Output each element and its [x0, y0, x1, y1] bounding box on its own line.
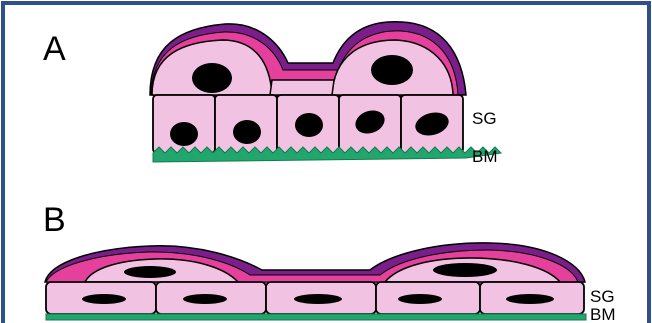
panel-b-nucleus	[183, 294, 227, 304]
panel-b-letter: B	[43, 201, 66, 239]
panel-a-nucleus	[371, 55, 413, 85]
panel-a: A SG BM	[43, 22, 501, 166]
panel-a-label-bm: BM	[472, 147, 498, 166]
panel-a-letter: A	[43, 30, 66, 68]
panel-b-label-sg: SG	[590, 287, 615, 306]
panel-b-label-bm: BM	[590, 305, 616, 323]
panel-b-nucleus	[124, 266, 176, 278]
panel-b: B SG BM	[43, 201, 616, 323]
panel-b-basement-membrane	[46, 314, 586, 320]
panel-a-basement-membrane	[153, 147, 501, 162]
panel-b-nucleus	[82, 294, 126, 304]
panel-a-middle-cell	[270, 80, 334, 95]
panel-a-nucleus	[233, 120, 261, 144]
panel-a-nucleus	[192, 63, 232, 93]
panel-b-nucleus	[398, 294, 442, 304]
panel-b-nucleus	[294, 294, 342, 304]
panel-a-label-sg: SG	[472, 109, 497, 128]
panel-a-nucleus	[170, 122, 198, 146]
panel-b-nucleus	[506, 294, 554, 304]
panel-a-basal-row	[153, 95, 463, 153]
panel-b-basal-row	[46, 282, 584, 314]
panel-b-nucleus	[433, 263, 497, 277]
panel-a-nucleus	[295, 113, 323, 137]
